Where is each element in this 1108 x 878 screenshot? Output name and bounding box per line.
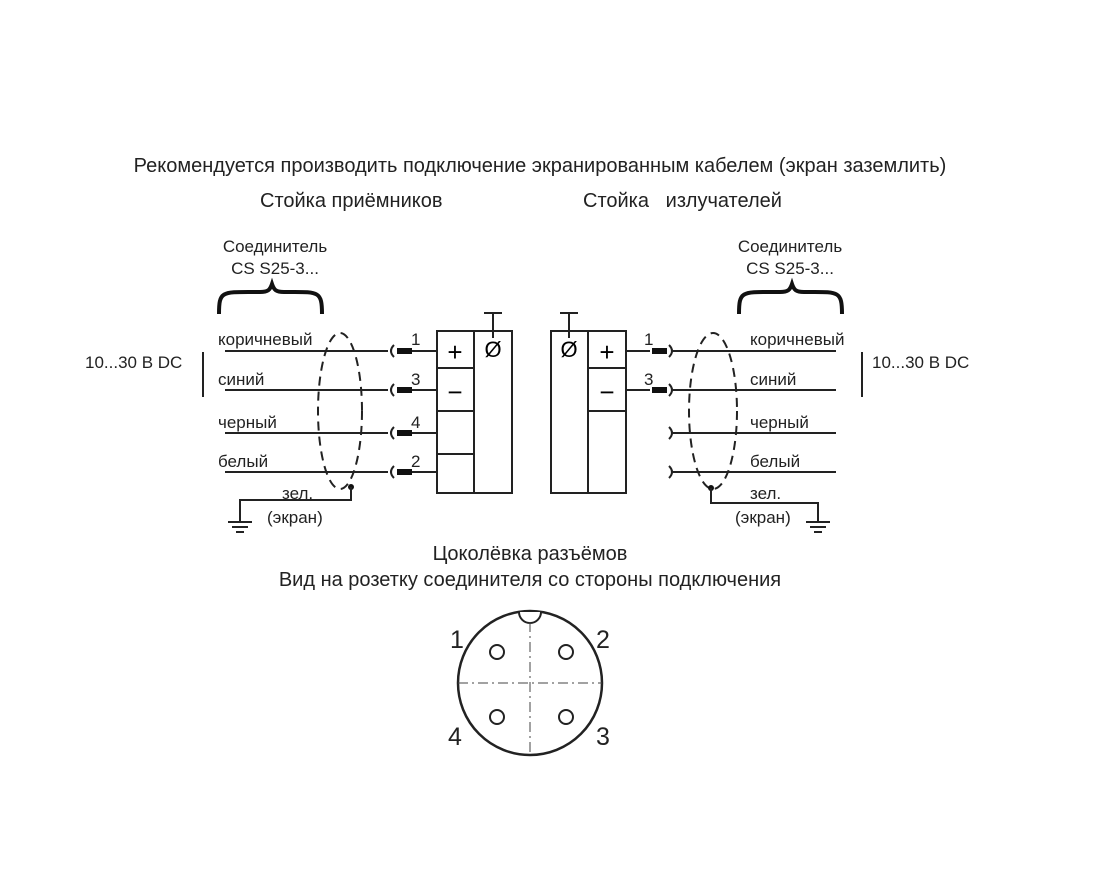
pinout-subtitle: Вид на розетку соединителя со стороны по…: [279, 569, 781, 591]
pin-number: 3: [644, 370, 653, 389]
wire-white-label: белый: [750, 452, 800, 471]
ground-terminal-icon: Ø: [484, 337, 501, 362]
shield-label: зел.: [282, 484, 313, 503]
connector-label: Соединитель: [223, 237, 328, 256]
wire-black-label: черный: [750, 413, 809, 432]
minus-terminal: −: [599, 377, 614, 407]
pin-3-label: 3: [596, 723, 610, 751]
plus-terminal: +: [447, 337, 462, 367]
wire-blue-label: синий: [750, 370, 796, 389]
connector-label: Соединитель: [738, 237, 843, 256]
brace-icon: [217, 277, 324, 315]
wire-brown-label: коричневый: [218, 330, 312, 349]
pin-number: 1: [644, 330, 653, 349]
title: Рекомендуется производить подключение эк…: [134, 155, 947, 177]
receiver-wiring: Соединитель CS S25-3... 10...30 В DC кор…: [85, 237, 513, 533]
shield-sublabel: (экран): [735, 508, 791, 527]
wire-blue-label: синий: [218, 370, 264, 389]
receiver-terminal-block: + − Ø: [436, 312, 513, 494]
emitter-terminal-block: + − Ø: [550, 312, 627, 494]
emitter-wiring: Соединитель CS S25-3... 10...30 В DC кор…: [550, 237, 969, 533]
pin-number: 3: [411, 370, 420, 389]
shield-sublabel: (экран): [267, 508, 323, 527]
pin-number: 4: [411, 413, 420, 432]
brace-icon: [737, 277, 844, 315]
ground-terminal-icon: Ø: [560, 337, 577, 362]
minus-terminal: −: [447, 377, 462, 407]
wires: [626, 350, 836, 473]
pin-1-label: 1: [450, 626, 464, 654]
wire-black-label: черный: [218, 413, 277, 432]
connector-model: CS S25-3...: [746, 259, 834, 278]
wire-white-label: белый: [218, 452, 268, 471]
shield-label: зел.: [750, 484, 781, 503]
supply-label: 10...30 В DC: [85, 353, 182, 372]
plus-terminal: +: [599, 337, 614, 367]
emitters-label: Стойка излучателей: [583, 190, 782, 212]
pinout-title: Цоколёвка разъёмов: [433, 543, 628, 565]
connector-socket-pinout: 1 2 3 4: [448, 609, 610, 757]
pin-number: 1: [411, 330, 420, 349]
pin-number: 2: [411, 452, 420, 471]
pin-4-label: 4: [448, 723, 462, 751]
receivers-label: Стойка приёмников: [260, 190, 442, 212]
connector-model: CS S25-3...: [231, 259, 319, 278]
wire-brown-label: коричневый: [750, 330, 844, 349]
supply-label: 10...30 В DC: [872, 353, 969, 372]
pin-2-label: 2: [596, 626, 610, 654]
